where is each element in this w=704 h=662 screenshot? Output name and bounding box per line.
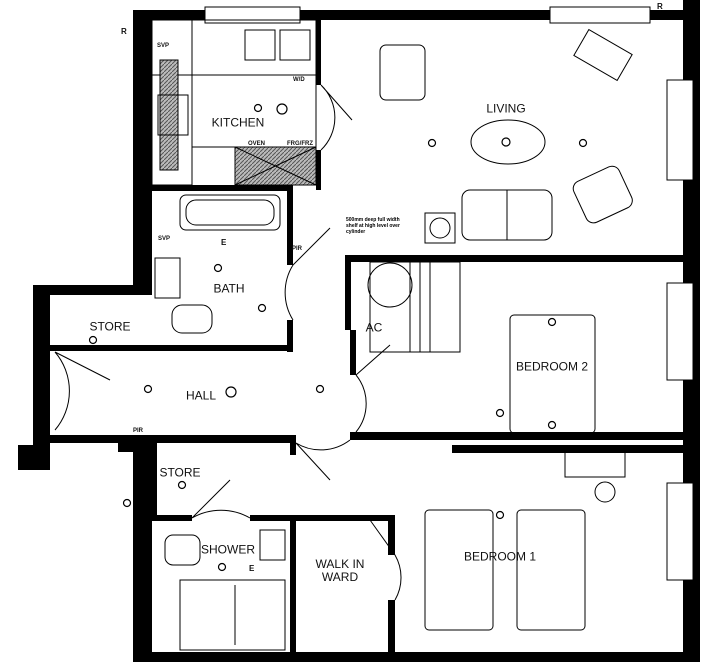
room-label-bedroom1: BEDROOM 1 — [463, 549, 537, 564]
shower-fixtures — [164, 529, 286, 651]
svp-label-kitchen: SVP — [157, 43, 170, 49]
room-label-store-left: STORE — [89, 319, 131, 334]
pir-label-bath: PIR — [292, 246, 303, 252]
room-label-kitchen: KITCHEN — [211, 115, 265, 130]
interior-walls — [50, 20, 683, 655]
bedroom-furniture — [424, 314, 626, 631]
svp-label-bath: SVP — [158, 236, 171, 242]
room-label-living: LIVING — [486, 101, 526, 116]
room-label-hall: HALL — [185, 388, 217, 403]
bath-fixtures — [154, 194, 281, 334]
pir-label-hall: PIR — [133, 428, 144, 434]
r-label-top-right: R — [657, 2, 663, 11]
doors — [54, 84, 402, 601]
room-label-walk-in-ward: WALK IN WARD — [315, 557, 365, 584]
frg-frz-label: FRG/FRZ — [287, 141, 313, 147]
room-label-store-lower: STORE — [159, 465, 201, 480]
living-furniture — [379, 28, 633, 244]
room-label-shower: SHOWER — [201, 542, 255, 557]
e-label-shower: E — [249, 564, 255, 573]
kitchen-units — [151, 19, 317, 186]
light-points — [88, 103, 588, 572]
wd-label: W/D — [293, 77, 305, 83]
shelf-note: 500mm deep full width shelf at high leve… — [346, 217, 400, 235]
room-label-bedroom2: BEDROOM 2 — [515, 359, 589, 374]
windows — [204, 6, 694, 581]
e-label-bath: E — [221, 238, 227, 247]
room-label-bath: BATH — [213, 281, 245, 296]
ac-cupboard — [367, 261, 461, 353]
oven-label: OVEN — [248, 141, 266, 147]
r-label-top-left: R — [121, 27, 127, 36]
room-label-ac: AC — [365, 320, 383, 335]
